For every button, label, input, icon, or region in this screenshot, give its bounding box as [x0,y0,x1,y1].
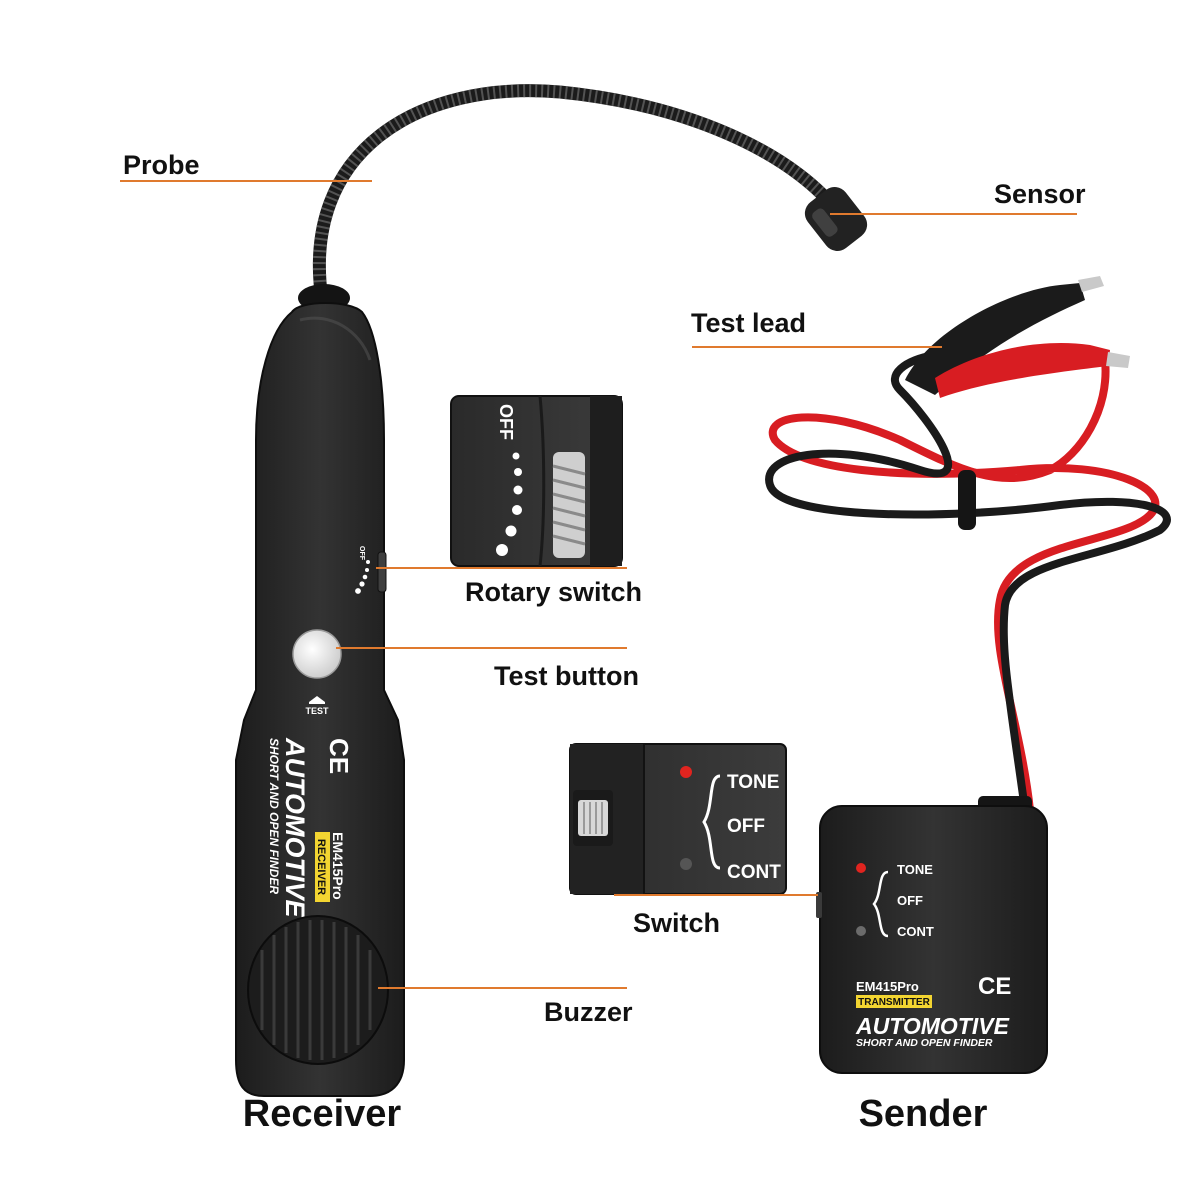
switch-zoom-tone: TONE [727,772,779,793]
test-lead-cable [765,351,1171,814]
sender-cont-label: CONT [897,924,934,939]
sender-brand: AUTOMOTIVE [855,1013,1010,1039]
receiver-rotary-wheel[interactable] [377,551,387,593]
sender-caption: Sender [859,1093,988,1135]
receiver-caption: Receiver [243,1093,402,1135]
switch-zoom-slider [573,790,613,846]
sender-tone-led [856,863,866,873]
sender-cont-led [856,926,866,936]
sender-tone-label: TONE [897,862,933,877]
receiver-model: EM415Pro [330,832,346,900]
gooseneck-probe [298,84,868,312]
receiver-brand: AUTOMOTIVE [280,737,310,918]
test-lead-callout: Test lead [691,308,806,338]
switch-zoom-off: OFF [727,816,765,837]
sender-ce-mark: CE [978,973,1011,1000]
switch-zoom-cont: CONT [727,862,781,883]
red-alligator-clip [935,343,1130,398]
receiver-role-badge: RECEIVER [315,839,327,895]
receiver-test-button[interactable] [292,629,342,679]
switch-zoom-brace [702,774,721,870]
sensor-tip [804,187,868,251]
rotary-zoom-off-label: OFF [496,404,516,440]
receiver-device: OFF TEST CE EM415Pro RECEIVER AUTOMOTIVE… [235,302,405,1097]
receiver-tagline: SHORT AND OPEN FINDER [267,738,281,894]
sender-tagline: SHORT AND OPEN FINDER [856,1037,993,1049]
probe-callout: Probe [123,150,200,180]
receiver-off-label: OFF [358,546,365,561]
sender-off-label: OFF [897,893,923,908]
rotary-switch-callout: Rotary switch [465,577,642,607]
buzzer-callout: Buzzer [544,997,633,1027]
receiver-buzzer-grille [247,915,389,1065]
sender-role-badge: TRANSMITTER [858,997,930,1008]
switch-zoom: TONE OFF CONT [569,743,787,895]
sender-badge-bg [856,995,932,1008]
receiver-rotary-dots [355,560,370,594]
switch-callout: Switch [633,908,720,938]
black-alligator-clip [905,276,1104,395]
test-arrow-icon [309,696,325,704]
switch-zoom-tone-led [680,766,692,778]
receiver-test-label: TEST [305,706,329,716]
receiver-badge-bg [315,832,330,902]
sender-brace [872,870,889,938]
rotary-switch-zoom: OFF [450,395,623,567]
sensor-callout: Sensor [994,179,1086,209]
rotary-zoom-dots [496,452,523,556]
receiver-ce-mark: CE [324,738,354,774]
sender-model: EM415Pro [856,979,919,994]
switch-zoom-cont-led [680,858,692,870]
leader-lines [120,180,1077,989]
rotary-zoom-wheel [552,452,586,558]
sender-device: TONE OFF CONT EM415Pro TRANSMITTER CE AU… [816,796,1048,1074]
test-button-callout: Test button [494,661,639,691]
